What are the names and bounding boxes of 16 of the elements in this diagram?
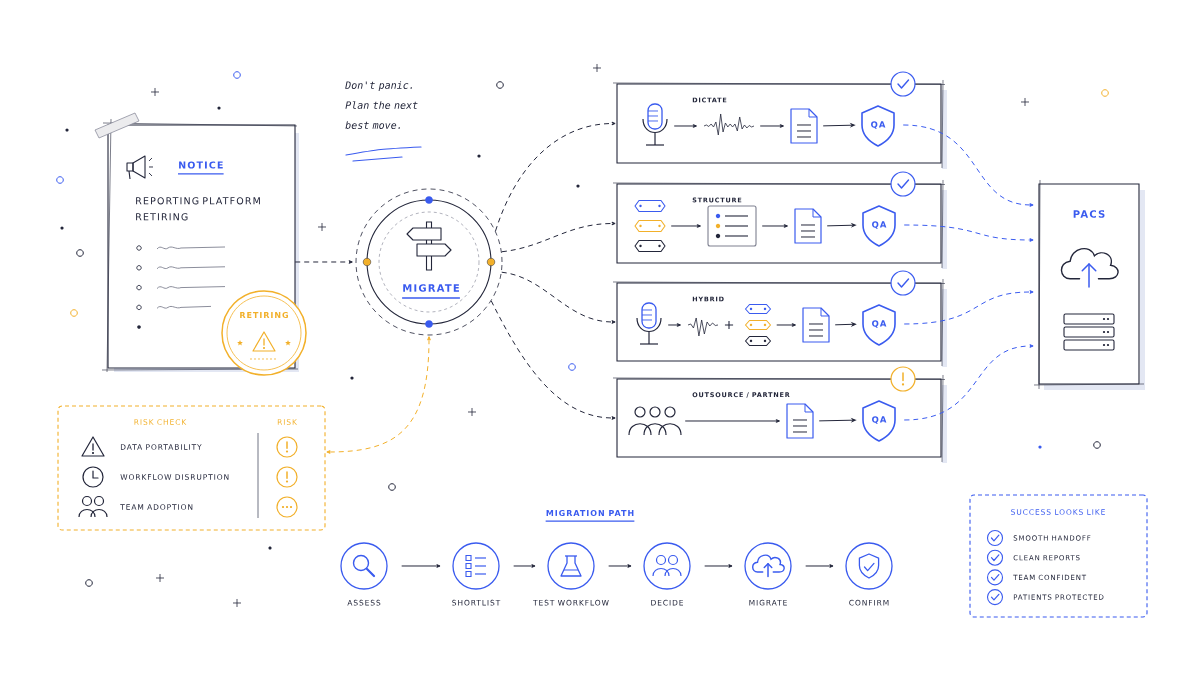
section-heading: MIGRATION PATH — [545, 509, 635, 522]
arrow — [401, 564, 441, 568]
pacs-box: PACS — [1033, 179, 1145, 390]
dashed-arrow — [903, 344, 1034, 421]
dashed-arrow — [501, 271, 616, 324]
arrow — [704, 564, 733, 568]
dashed-arrow — [501, 221, 616, 253]
arrow — [805, 564, 834, 568]
arrow — [608, 564, 632, 568]
dashed-arrow — [902, 124, 1034, 207]
dashed-arrow — [326, 336, 431, 454]
dashed-arrow — [294, 260, 353, 264]
handwritten-note: Don't panic. Plan the next best move. — [345, 81, 418, 129]
dashed-arrow — [490, 300, 616, 420]
dashed-arrow — [495, 121, 616, 232]
arrow — [513, 564, 536, 568]
